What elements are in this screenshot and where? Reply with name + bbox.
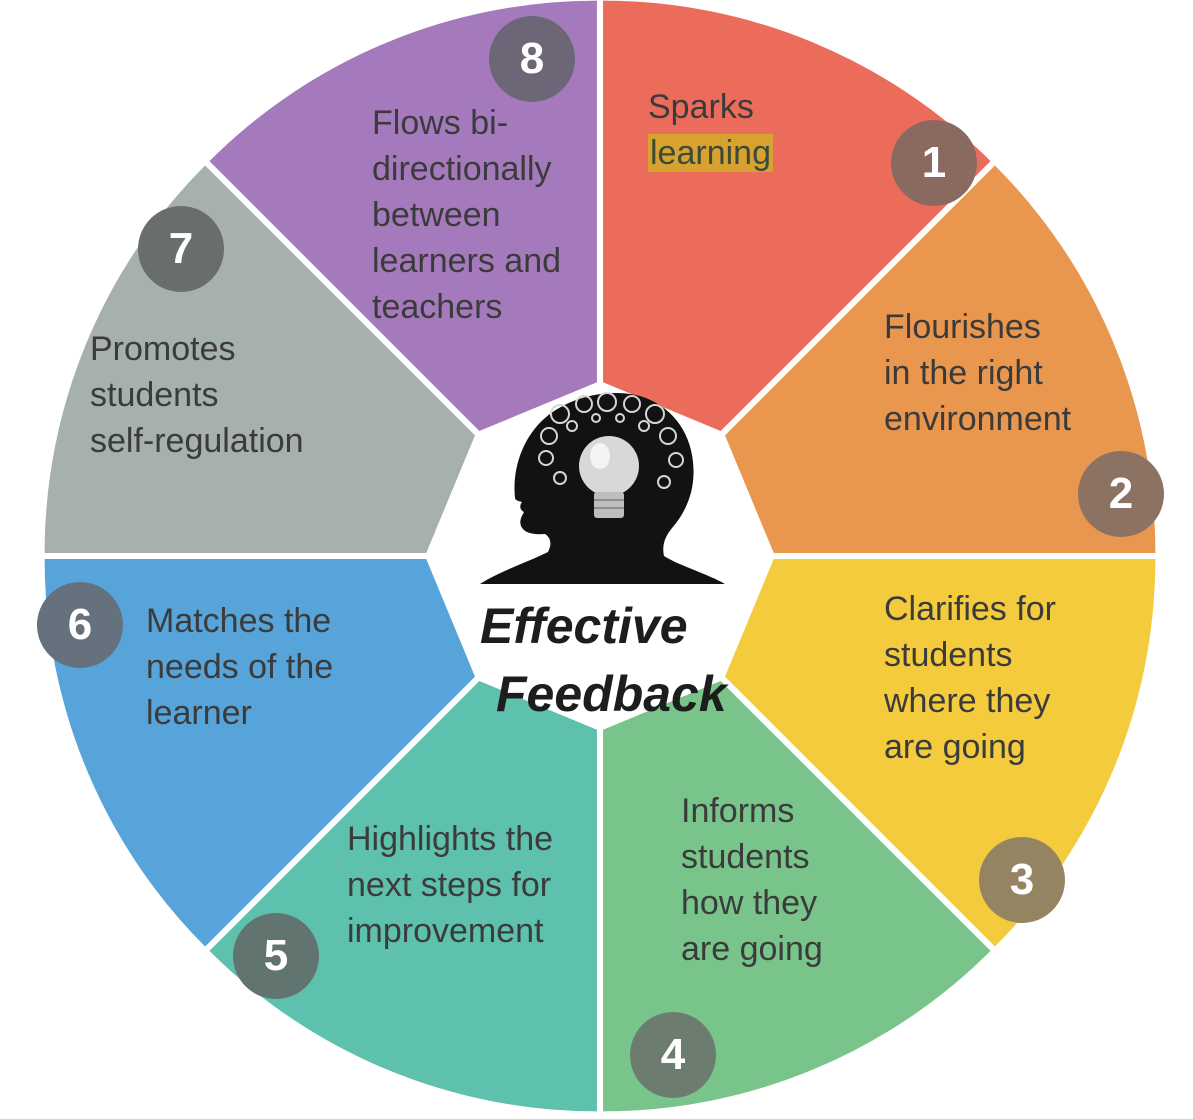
segment-8-text: Flows bi- directionally between learners… [372,100,561,330]
segment-2-line-2: in the right [884,354,1043,392]
highlighted-word: learning [648,134,773,172]
segment-6-number-badge: 6 [37,582,123,668]
segment-6-text: Matches the needs of the learner [146,598,333,736]
segment-2-text: Flourishes in the right environment [884,304,1071,442]
segment-7-text: Promotes students self-regulation [90,326,304,464]
segment-5-line-1: Highlights the [347,820,554,858]
segment-3-number-badge: 3 [979,837,1065,923]
segment-8-number-badge: 8 [489,16,575,102]
segment-4-line-2: students [681,838,810,876]
segment-6-sector [44,559,593,947]
segment-3-line-3: where they [884,682,1051,720]
segment-8-line-4: learners and [372,242,562,280]
segment-7-number-badge: 7 [138,206,224,292]
segment-7-line-2: students [90,376,219,414]
segment-4-sector [603,563,991,1112]
segment-8-line-5: teachers [372,288,503,326]
segment-6-line-3: learner [146,694,252,732]
segment-4-line-4: are going [681,930,823,968]
segment-2-number-badge: 2 [1078,451,1164,537]
segment-1-text: Sparks learning [648,84,773,176]
segment-7-line-3: self-regulation [90,422,304,460]
segment-8-sector [209,0,597,549]
diagram-title-line2: Feedback [496,666,727,722]
segment-1-line-2: learning [648,130,773,176]
segment-3-line-1: Clarifies for [884,590,1056,628]
segment-6-line-2: needs of the [146,648,334,686]
diagram-title-line1: Effective [480,598,688,654]
segment-3-line-2: students [884,636,1013,674]
segment-3-text: Clarifies for students where they are go… [884,586,1056,770]
segment-4-line-1: Informs [681,792,795,830]
segment-3-line-4: are going [884,728,1026,766]
segment-4-number-badge: 4 [630,1012,716,1098]
segment-5-number-badge: 5 [233,913,319,999]
segment-2-line-3: environment [884,400,1072,438]
segment-6-line-1: Matches the [146,602,332,640]
segment-5-text: Highlights the next steps for improvemen… [347,816,553,954]
segment-7-line-1: Promotes [90,330,236,368]
segment-4-line-3: how they [681,884,818,922]
segment-8-line-3: between [372,196,501,234]
gears-icon [538,392,684,489]
segment-5-line-3: improvement [347,912,544,950]
segment-1-number-badge: 1 [891,120,977,206]
segment-8-line-1: Flows bi- [372,104,509,142]
segment-5-line-2: next steps for [347,866,552,904]
segment-4-text: Informs students how they are going [681,788,823,972]
segment-2-sector [607,165,1156,553]
segment-1-line-1: Sparks [648,88,754,126]
segment-8-line-2: directionally [372,150,552,188]
segment-2-line-1: Flourishes [884,308,1041,346]
lightbulb-icon [579,436,639,518]
